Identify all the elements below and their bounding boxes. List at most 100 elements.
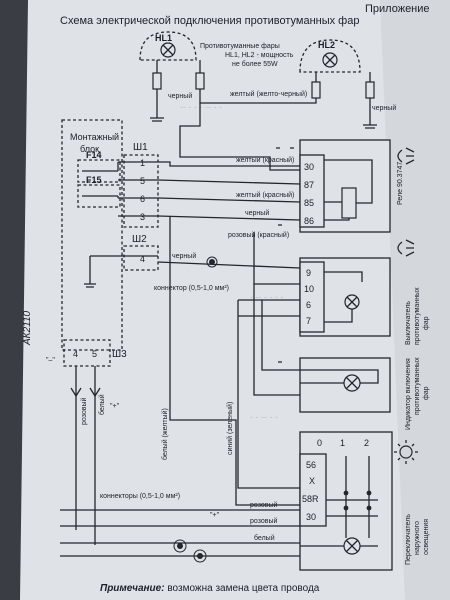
wire-label-lamp-right: черный xyxy=(372,104,396,112)
relay-pin: 87 xyxy=(304,180,314,190)
wire-label-white-bottom: белый xyxy=(98,394,106,415)
mounting-block-label-1: Монтажный xyxy=(70,132,119,142)
fog-lamp-right: HL2 xyxy=(299,39,361,73)
fuse-f14-label: F14 xyxy=(86,150,102,160)
fuse-f15-label: F15 xyxy=(86,175,102,185)
wire-label-lamp-left: черный xyxy=(168,92,192,100)
fuse-f15: F15 xyxy=(77,175,121,208)
connector-sh2-label: Ш2 xyxy=(132,234,147,245)
connector-sh3-label: Ш3 xyxy=(112,349,127,360)
light-switch-terminals xyxy=(299,453,327,527)
mounting-block xyxy=(61,119,123,351)
wire-junction-dot xyxy=(177,543,183,549)
relay-terminals xyxy=(299,154,325,228)
wire-label-relay-30: желтый (красный) xyxy=(236,156,294,164)
light-switch-lamp-symbol xyxy=(300,537,378,555)
wire-junction-ring xyxy=(206,256,218,268)
sh3-pin: 5 xyxy=(92,349,97,359)
wire-label-black-2: черный xyxy=(172,252,196,260)
show-through-text: - - - - - -- - -- - - - -- - - - -- - - … xyxy=(180,52,283,422)
wire-label-white: белый xyxy=(254,534,275,542)
fog-lamp-left: HL1 xyxy=(139,31,197,61)
sh1-pin: 1 xyxy=(140,158,145,168)
ground-symbol xyxy=(363,98,377,129)
light-switch-label-2: наружного xyxy=(414,521,421,555)
sh1-pin: 6 xyxy=(140,194,145,204)
wire-label-lamp-middle: желтый (желто-черный) xyxy=(230,90,307,98)
switch-pin: 7 xyxy=(306,316,311,326)
switch-pin: 9 xyxy=(306,268,311,278)
plus-sign-bottom: "+" xyxy=(210,512,220,519)
light-switch-pin: 30 xyxy=(306,512,316,522)
switch-label-1: Выключатель xyxy=(405,301,412,345)
indicator-label-1: Индикатор включения xyxy=(405,358,412,430)
appendix-label: Приложение xyxy=(365,3,430,15)
light-switch-position: 1 xyxy=(340,438,345,448)
connector-sh2 xyxy=(123,245,159,271)
wire-junction-dot xyxy=(209,259,215,265)
light-switch-label-3: освещения xyxy=(423,519,430,555)
light-switch-label-1: Переключатель xyxy=(405,514,412,565)
connector-sh3 xyxy=(63,339,111,367)
connector-note: коннектор (0,5-1,0 мм²) xyxy=(154,285,229,292)
switch-label-3: фар xyxy=(423,316,430,330)
relay-coil xyxy=(324,159,373,221)
note-body: возможна замена цвета провода xyxy=(167,583,319,594)
wire-label-pink-2: розовый xyxy=(250,517,277,525)
page-title: Схема электрической подключения противот… xyxy=(60,15,359,27)
wire-label-pink-1: розовый xyxy=(250,501,277,509)
light-switch-position: 0 xyxy=(317,438,322,448)
ghost-line: - -- - - - - xyxy=(250,292,283,302)
indicator-label-2: противотуманных xyxy=(414,357,421,415)
side-model-label: АК2110 xyxy=(22,310,33,346)
fog-light-icon xyxy=(397,147,415,165)
switch-pin: 10 xyxy=(304,284,314,294)
ground-symbol xyxy=(150,89,164,122)
lamps-caption-2: HL1, HL2 - мощность xyxy=(225,52,294,59)
sh3-pin: 4 xyxy=(73,349,78,359)
wire-label-pink-bottom: розовый xyxy=(80,398,88,425)
lamp-left-label: HL1 xyxy=(155,33,172,43)
sh1-pin: 5 xyxy=(140,176,145,186)
fog-switch-terminals xyxy=(299,261,325,333)
light-switch-pin: 56 xyxy=(306,460,316,470)
wire-label-pink-red: розовый (красный) xyxy=(228,231,289,239)
fog-light-icon xyxy=(397,239,415,257)
sun-icon xyxy=(394,440,418,464)
mounting-block-label-2: блок xyxy=(80,144,99,154)
ghost-line: - - - - - -- - xyxy=(240,52,279,62)
lamps-caption-3: не более 55W xyxy=(232,60,278,68)
switch-lamp-symbol xyxy=(324,271,363,323)
wire-label-relay-86: черный xyxy=(245,209,269,217)
relay-label: Реле 90.3747 xyxy=(397,162,404,205)
sh1-pin: 3 xyxy=(140,212,145,222)
note-text: Примечание: возможна замена цвета провод… xyxy=(100,583,320,594)
ground-symbol xyxy=(84,270,96,288)
wire-label-white-yellow: белый (желтый) xyxy=(161,408,169,460)
wire-junction-ring xyxy=(193,549,207,563)
paper-shade xyxy=(380,0,450,600)
light-switch-pin: X xyxy=(309,476,315,486)
lamps-caption-1: Противотуманные фары xyxy=(200,43,280,50)
wire-junction-dot xyxy=(197,553,203,559)
light-switch-contacts xyxy=(326,456,378,538)
relay-pin: 85 xyxy=(304,198,314,208)
connector-sh1 xyxy=(123,154,159,228)
switch-label-2: противотуманных xyxy=(414,287,421,345)
indicator-label-3: фар xyxy=(423,386,430,400)
connectors-note: коннекторы (0,5-1,0 мм²) xyxy=(100,493,180,500)
light-switch-pin: 58R xyxy=(302,494,319,504)
relay-pin: 30 xyxy=(304,162,314,172)
indicator-lamp-symbol xyxy=(300,369,379,392)
ghost-line: - - -- - - xyxy=(250,412,278,422)
ground-sign-left: "–" xyxy=(46,357,55,364)
ghost-line: -- - - - -- - - xyxy=(180,102,222,112)
relay-pin: 86 xyxy=(304,216,314,226)
connector-sh1-label: Ш1 xyxy=(133,142,148,153)
plus-sign-left: "+" xyxy=(110,403,120,410)
fuse-f14: F14 xyxy=(77,150,121,183)
light-switch-position: 2 xyxy=(364,438,369,448)
sh2-pin: 4 xyxy=(140,254,145,264)
wire-junction-ring xyxy=(173,539,187,553)
